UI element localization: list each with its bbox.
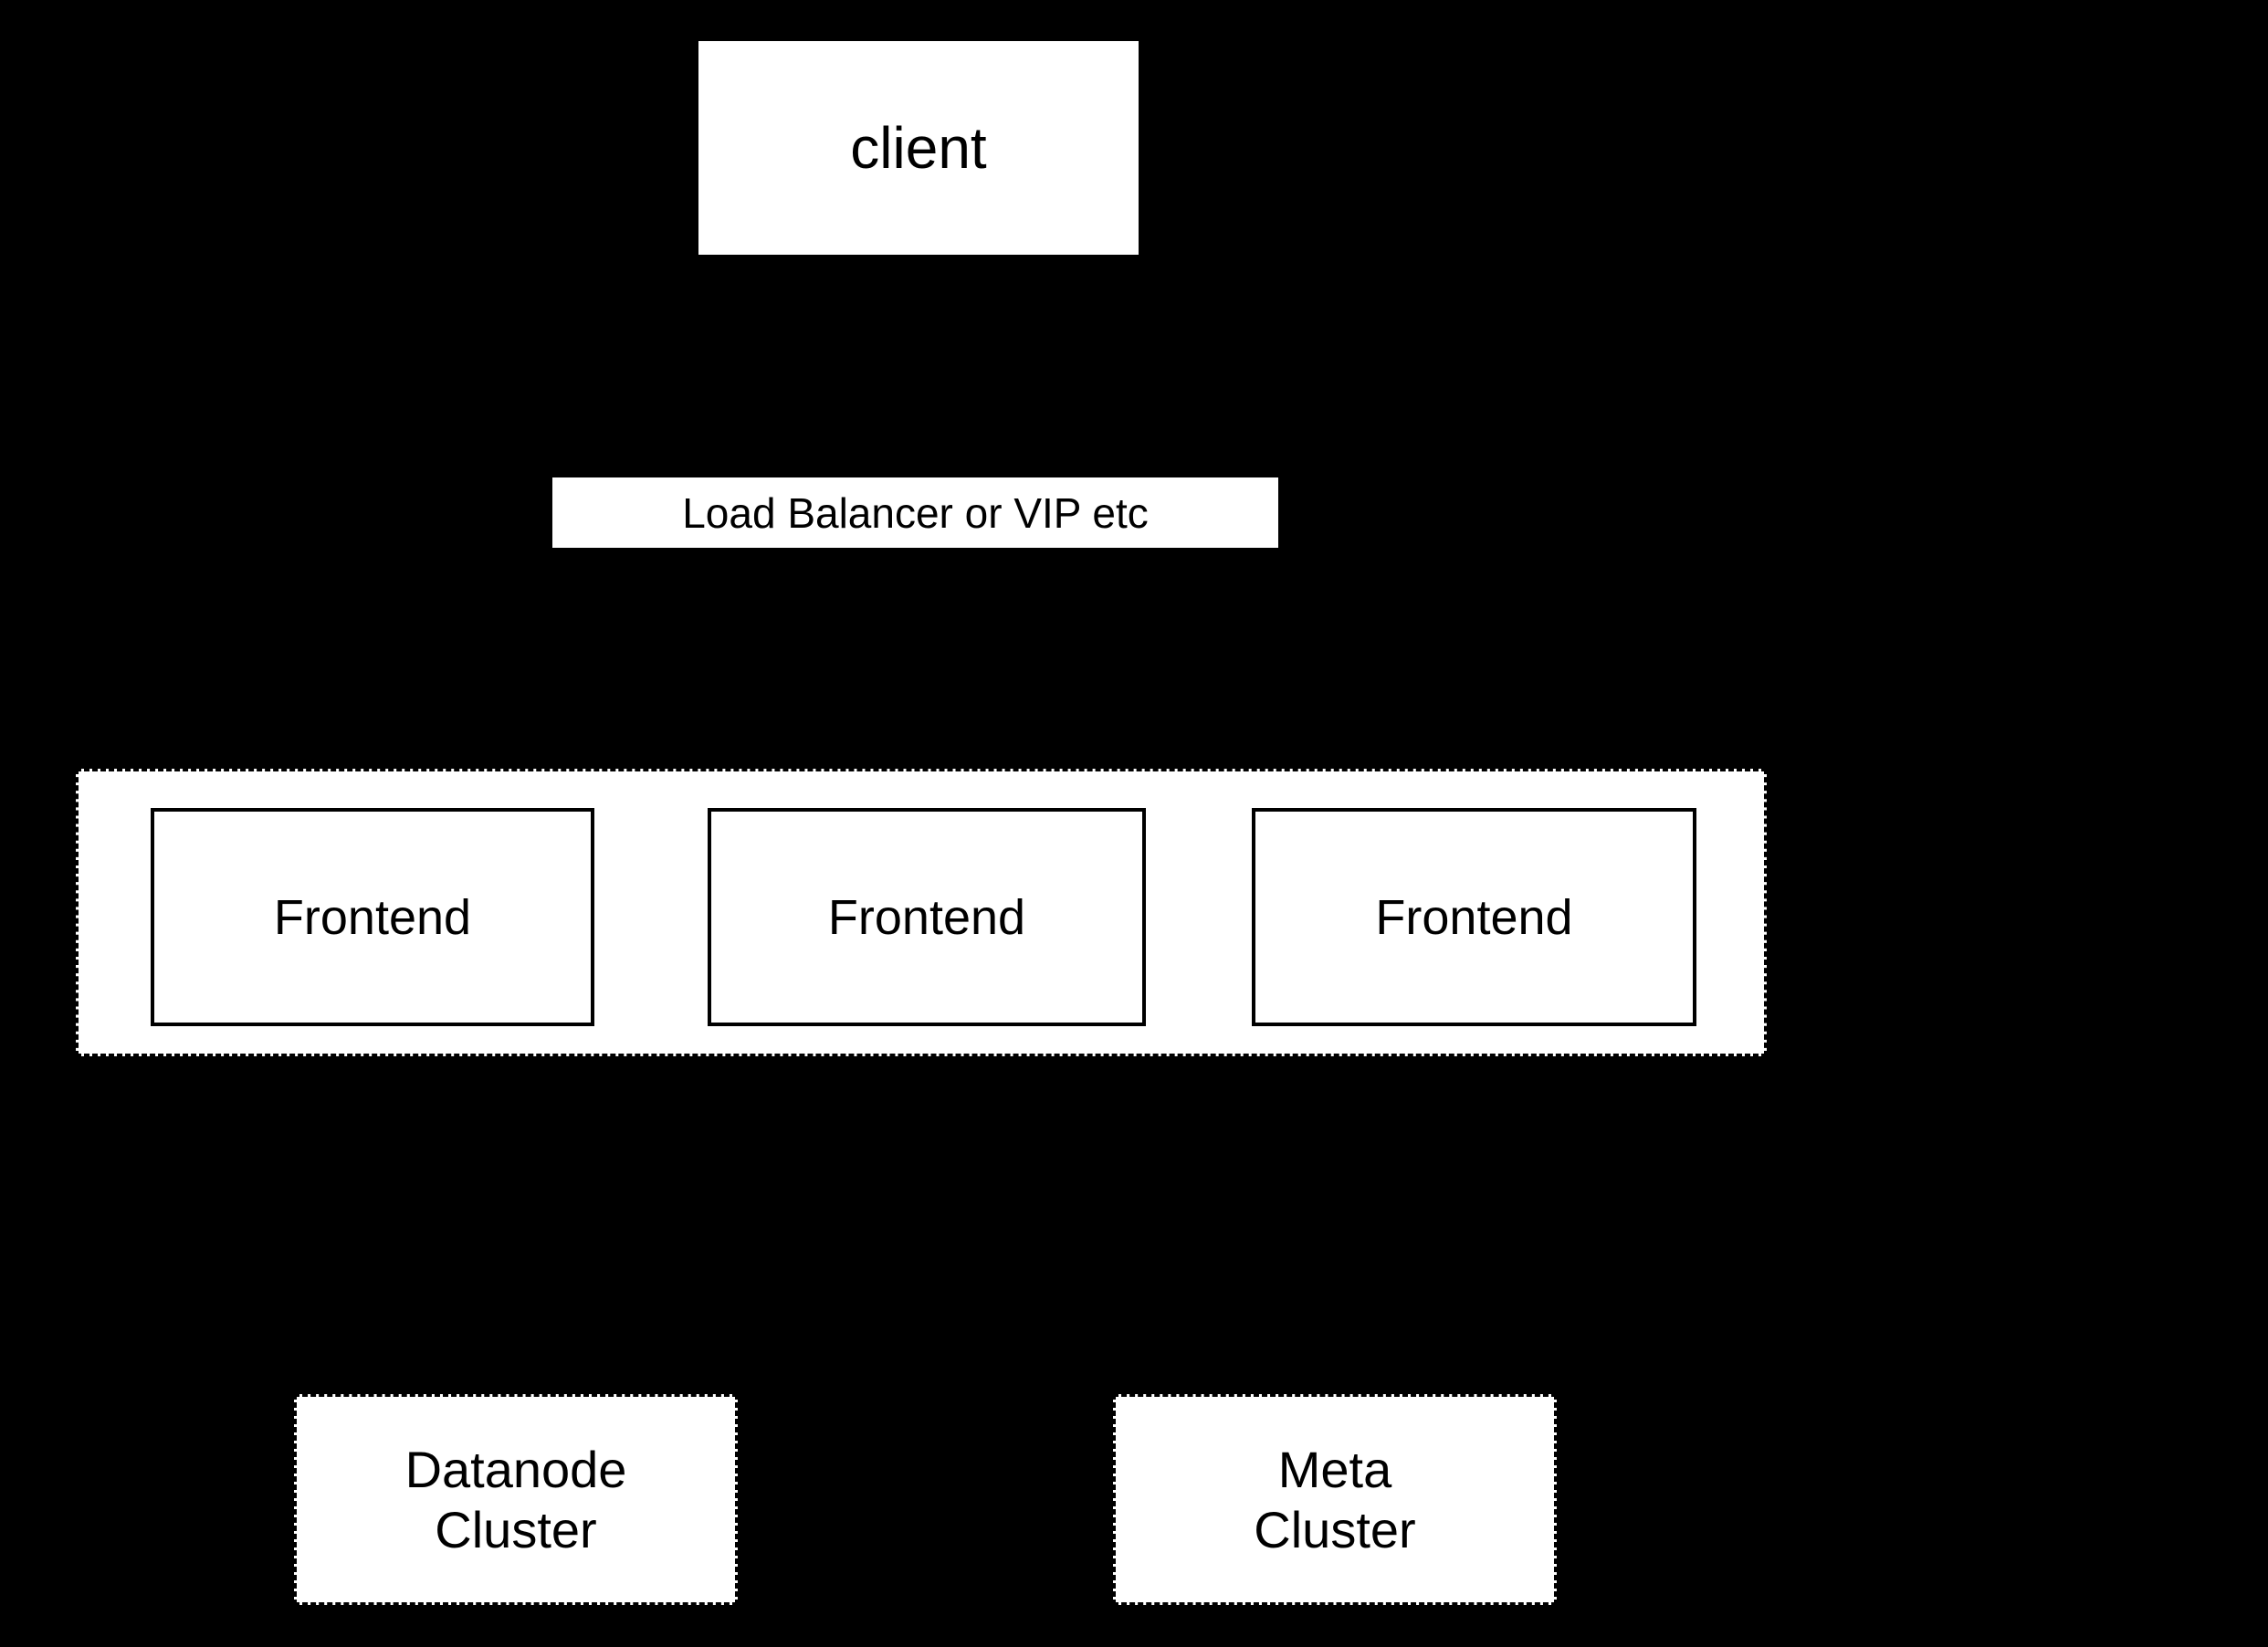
frontend-label-2: Frontend (827, 889, 1026, 945)
datanode-cluster-label-line2: Cluster (435, 1500, 597, 1558)
frontend-group-container: Frontend Frontend Frontend (76, 769, 1767, 1056)
load-balancer-node: Load Balancer or VIP etc (552, 477, 1278, 548)
datanode-cluster-node: Datanode Cluster (294, 1394, 738, 1605)
frontend-node-1: Frontend (151, 808, 594, 1026)
frontend-label-3: Frontend (1375, 889, 1573, 945)
meta-cluster-label-line1: Meta (1277, 1440, 1392, 1498)
frontend-node-2: Frontend (708, 808, 1146, 1026)
load-balancer-label: Load Balancer or VIP etc (682, 488, 1149, 537)
client-label: client (850, 115, 987, 181)
frontend-node-3: Frontend (1252, 808, 1696, 1026)
meta-cluster-label-line2: Cluster (1254, 1500, 1416, 1558)
client-node: client (698, 41, 1139, 255)
meta-cluster-node: Meta Cluster (1113, 1394, 1557, 1605)
datanode-cluster-label-line1: Datanode (404, 1440, 627, 1498)
frontend-label-1: Frontend (273, 889, 472, 945)
